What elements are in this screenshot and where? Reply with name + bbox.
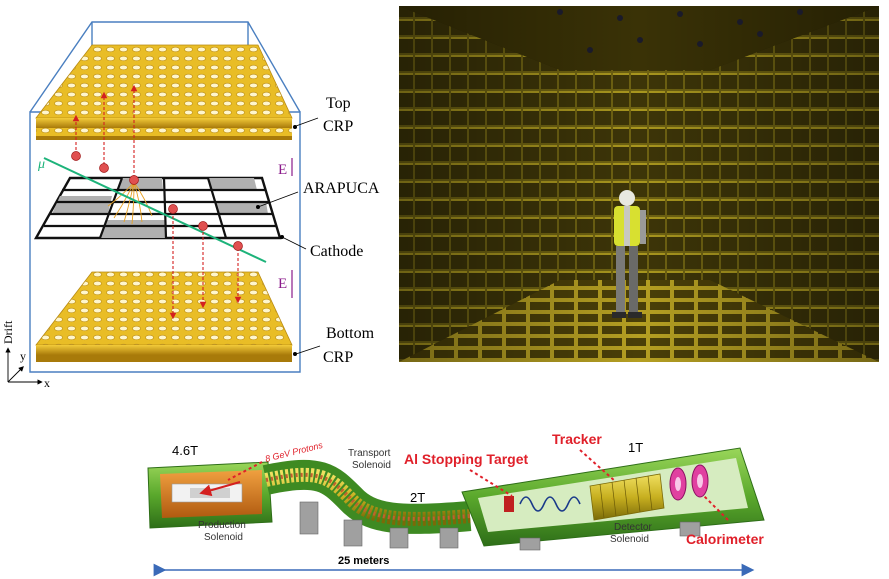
label-production-1: Production (198, 520, 246, 531)
label-transport-2: Solenoid (352, 460, 391, 471)
panel-c-leaders (227, 449, 729, 521)
muon-track (43, 157, 267, 263)
tracker (589, 473, 665, 521)
stopping-target (504, 496, 514, 512)
calorimeter-discs (669, 464, 709, 501)
detector-frame (29, 21, 301, 373)
label-tracker: Tracker (552, 431, 602, 447)
panel-b-cryostat-photo (399, 6, 879, 362)
worker-figure (612, 190, 646, 318)
bottom-crp-plane (35, 271, 293, 362)
drift-electrons-down (169, 216, 242, 320)
coordinate-axes: Drift y x (1, 320, 50, 390)
label-2t: 2T (410, 490, 425, 505)
label-arapuca: ARAPUCA (303, 180, 380, 197)
detector-solenoid (461, 447, 765, 551)
cathode-grid (33, 176, 282, 240)
panel-c-solenoid-apparatus: 4.6T 8 GeV Protons Transport Solenoid Al… (147, 431, 765, 577)
label-length: 25 meters (338, 555, 389, 567)
label-production-2: Solenoid (204, 532, 243, 543)
muon-label: μ (37, 157, 45, 172)
drift-electrons-up (72, 84, 138, 178)
top-crp-plane (35, 44, 293, 140)
leader-dots (256, 125, 297, 356)
svg-text:E: E (278, 162, 287, 178)
label-transport-1: Transport (348, 448, 391, 459)
label-cathode: Cathode (310, 243, 363, 260)
label-detector-1: Detector (614, 522, 652, 533)
production-solenoid (147, 461, 273, 529)
field-marker-lower: E (278, 270, 293, 298)
label-4-6t: 4.6T (172, 443, 198, 458)
ionization-electrons (71, 151, 243, 251)
label-leaders (257, 117, 321, 355)
label-1t: 1T (628, 440, 643, 455)
axis-y-label: y (20, 349, 26, 363)
label-al-target: Al Stopping Target (404, 451, 529, 467)
ceiling-photodetectors (557, 9, 803, 53)
transport-solenoid (262, 459, 472, 549)
field-marker-upper: E (278, 158, 293, 178)
panel-a-detector-schematic: μ E E (1, 21, 380, 390)
svg-text:E: E (278, 276, 287, 292)
label-detector-2: Solenoid (610, 534, 649, 545)
label-protons: 8 GeV Protons (264, 440, 324, 464)
electron-helix (519, 496, 581, 512)
axis-drift-label: Drift (1, 320, 15, 344)
label-bottom-crp-1: Bottom (326, 325, 375, 342)
axis-x-label: x (44, 376, 50, 390)
label-top-crp-2: CRP (323, 118, 353, 135)
label-top-crp-1: Top (326, 95, 351, 112)
label-bottom-crp-2: CRP (323, 349, 353, 366)
length-scale-arrow: 25 meters (153, 555, 755, 577)
label-calorimeter: Calorimeter (686, 531, 764, 547)
